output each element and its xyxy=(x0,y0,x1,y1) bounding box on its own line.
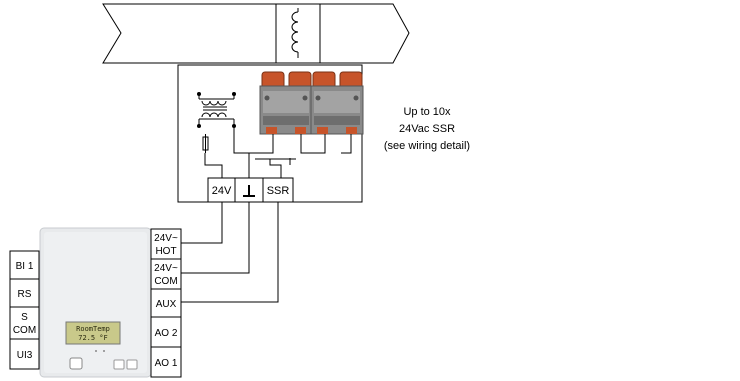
lcd-line-1: RoomTemp xyxy=(76,325,110,333)
lcd-display xyxy=(65,321,121,345)
terminal-ao1: AO 1 xyxy=(155,358,178,369)
terminal-24v-hot-line1: 24V~ xyxy=(154,233,178,244)
logo-icon xyxy=(69,357,83,370)
controller-left-terminals xyxy=(9,250,40,370)
terminal-rs: RS xyxy=(18,289,32,300)
down-button-icon xyxy=(126,359,138,370)
lcd-line-2: 72.5 °F xyxy=(78,334,108,342)
ssr-relay-2 xyxy=(310,71,364,135)
terminal-ao2: AO 2 xyxy=(155,328,178,339)
terminal-24v-com-line2: COM xyxy=(154,276,177,287)
terminal-24v-label: 24V xyxy=(212,185,232,197)
ssr-relay-1 xyxy=(259,71,313,135)
terminal-aux: AUX xyxy=(156,299,177,310)
terminal-24v-com-line1: 24V~ xyxy=(154,263,178,274)
terminal-24v-hot-line2: HOT xyxy=(155,246,176,257)
heater-coil-icon xyxy=(291,11,299,53)
field-wiring xyxy=(181,202,279,303)
terminal-scom-line1: S xyxy=(21,312,28,323)
note-line-1: Up to 10x xyxy=(403,106,451,118)
note-line-2: 24Vac SSR xyxy=(399,123,455,135)
terminal-scom-line2: COM xyxy=(13,325,36,336)
terminal-ui3: UI3 xyxy=(17,350,33,361)
terminal-ssr-label: SSR xyxy=(267,185,290,197)
duct-outline xyxy=(102,3,410,64)
terminal-ssr xyxy=(262,177,294,203)
note-line-3: (see wiring detail) xyxy=(384,140,470,152)
terminal-bi1: BI 1 xyxy=(16,261,34,272)
up-button-icon xyxy=(113,359,125,370)
controller-device: RoomTemp 72.5 °F xyxy=(39,227,152,378)
controller-right-terminals xyxy=(150,228,182,378)
panel-wiring xyxy=(204,126,352,178)
transformer-icon xyxy=(198,94,235,126)
